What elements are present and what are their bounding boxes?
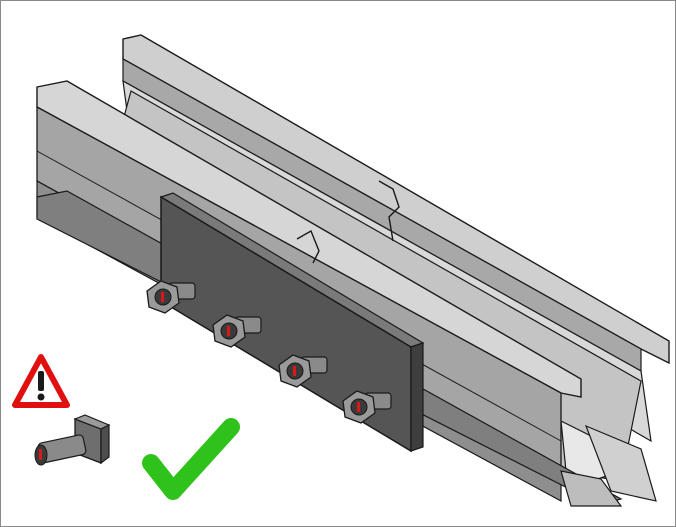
rail-joint-seam xyxy=(296,180,400,264)
warning-icon xyxy=(12,354,70,408)
bolt-4 xyxy=(342,390,392,424)
bolt-2 xyxy=(212,314,262,348)
bolt-1 xyxy=(146,280,196,314)
t-bolt-icon xyxy=(34,414,111,466)
splice-plate xyxy=(159,192,425,453)
checkmark-icon xyxy=(142,418,240,500)
bolt-3 xyxy=(278,354,328,388)
